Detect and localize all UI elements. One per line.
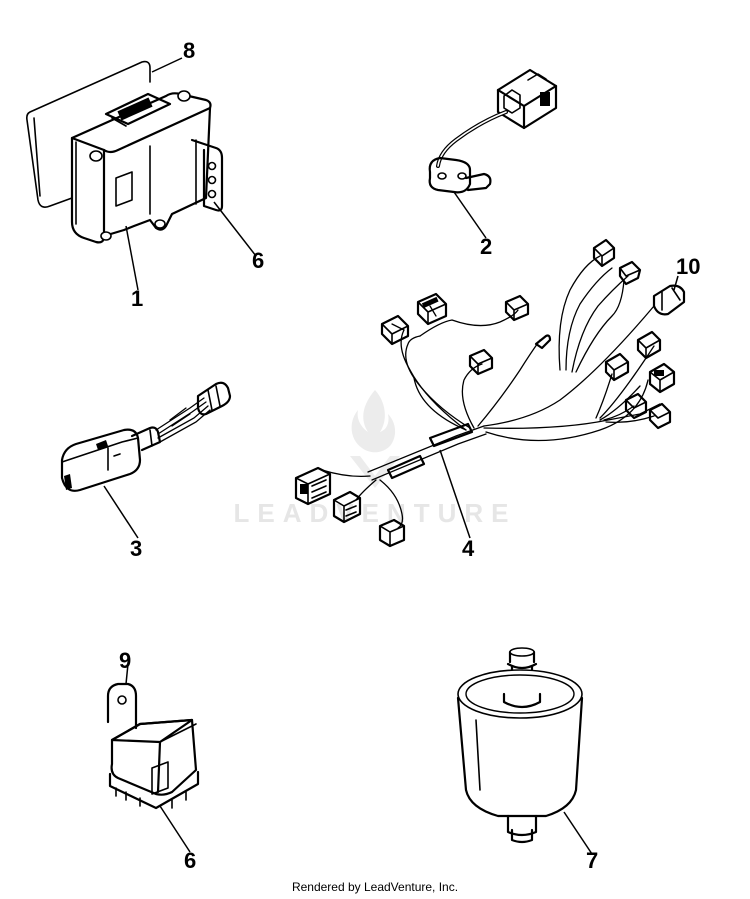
- relay-drawing: [106, 682, 200, 810]
- fuel-filter-drawing: [456, 647, 584, 844]
- harness-connector-drawing: [652, 284, 686, 316]
- callout-7: 7: [586, 848, 598, 873]
- insulator-pad-drawing: [26, 60, 151, 208]
- callout-6-bracket: 6: [252, 248, 264, 273]
- sensor-drawing: [428, 68, 558, 194]
- bracket-drawing: [190, 138, 224, 212]
- footer-credit: Rendered by LeadVenture, Inc.: [291, 880, 459, 894]
- leader-lines: [103, 57, 679, 855]
- callout-10: 10: [676, 254, 700, 279]
- callout-2: 2: [480, 234, 492, 259]
- inline-connector-drawing: [60, 381, 232, 492]
- callout-1: 1: [131, 286, 143, 311]
- wiring-harness-drawing: [294, 238, 676, 548]
- callout-4: 4: [462, 536, 475, 561]
- control-module-drawing: [70, 90, 212, 244]
- callout-8: 8: [183, 38, 195, 63]
- callout-3: 3: [130, 536, 142, 561]
- callout-9: 9: [119, 648, 131, 673]
- callout-6-relay: 6: [184, 848, 196, 873]
